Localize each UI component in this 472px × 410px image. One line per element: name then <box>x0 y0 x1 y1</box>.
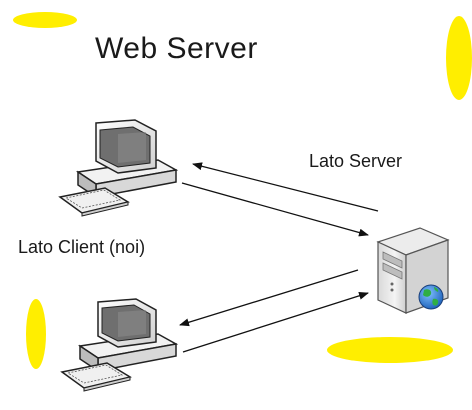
server-side-label: Lato Server <box>309 151 403 171</box>
arrow-client-2-to-server <box>182 291 369 353</box>
highlight-blob-bottom-right <box>327 337 453 363</box>
desktop-computer-icon <box>60 298 179 392</box>
arrow-server-to-client-2 <box>179 269 359 327</box>
highlight-blob-right <box>446 16 472 100</box>
arrow-client-1-to-server <box>181 182 369 237</box>
highlight-blob-top-left <box>13 12 77 28</box>
desktop-computer-icon <box>58 119 179 217</box>
diagram-title: Web Server <box>95 32 258 65</box>
highlight-blob-left <box>26 299 46 369</box>
globe-icon <box>418 284 444 310</box>
client-side-label: Lato Client (noi) <box>18 237 146 257</box>
arrow-server-to-client-1 <box>192 162 379 212</box>
